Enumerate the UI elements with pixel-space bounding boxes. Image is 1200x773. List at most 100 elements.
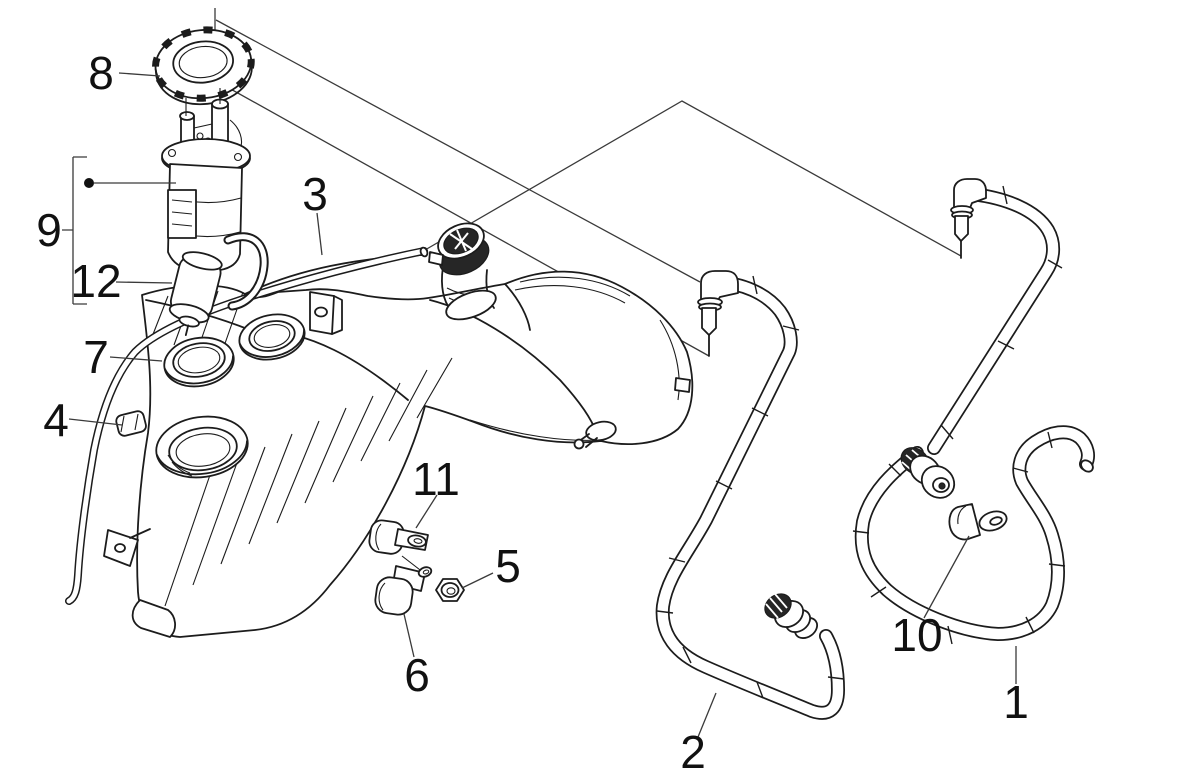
side-tab-plate <box>103 529 139 567</box>
clip-eyelet-hole <box>413 538 423 544</box>
tank-foot <box>131 599 176 638</box>
thread-arcs <box>167 454 193 477</box>
filler-gasket-ring <box>163 336 235 388</box>
gasket-inner <box>172 342 226 378</box>
callout-7: 7 <box>83 331 109 383</box>
check-valve-right <box>950 178 987 259</box>
callout-9: 9 <box>36 204 62 256</box>
callout-2: 2 <box>680 726 706 773</box>
fuel-hose-left <box>655 270 845 720</box>
clip-eyelet-hole <box>989 516 1003 526</box>
fuel-pump-assembly <box>152 26 269 337</box>
check-valve-left <box>697 270 739 357</box>
tank-side-tab <box>103 528 151 567</box>
tank-drain-spout <box>573 420 617 450</box>
ring-inner <box>248 320 296 352</box>
p-clip-11 <box>368 519 429 555</box>
leader-10 <box>923 535 970 619</box>
fuel-tank <box>103 254 694 638</box>
post-cap <box>179 111 195 121</box>
filter-top <box>181 251 223 271</box>
side-tab-stem <box>129 528 151 539</box>
leader-3 <box>316 212 323 256</box>
callout-12: 12 <box>70 255 121 307</box>
filler-opening-rear <box>238 313 306 361</box>
hose-open-end <box>1080 459 1094 473</box>
bracket-9-bullet <box>84 178 94 188</box>
nut-ring <box>440 582 460 598</box>
bracket-9 <box>62 156 176 305</box>
filler-opening-front <box>155 415 249 479</box>
tube-core <box>66 248 427 604</box>
valve-elbow <box>700 270 739 301</box>
tank-side-nub <box>674 377 691 393</box>
ring-inner <box>168 426 238 472</box>
side-tab-hole <box>114 543 126 553</box>
nut-body <box>435 578 465 602</box>
clip-band <box>948 503 981 541</box>
clip-stud-hole <box>422 569 430 575</box>
fuel-filter <box>168 251 223 337</box>
clip-detail <box>375 523 382 551</box>
connector-slits <box>171 199 193 227</box>
hex-nut-5 <box>435 578 465 602</box>
clip-eyelet <box>407 534 427 548</box>
pump-hook-core <box>225 234 267 309</box>
clip-detail <box>378 582 386 611</box>
neck-side-tab <box>428 251 444 266</box>
hump-ridge-lines <box>514 276 631 304</box>
post <box>211 103 229 143</box>
cap-ring-nut <box>152 26 255 106</box>
tube-clip <box>115 410 147 437</box>
leader-6 <box>403 613 415 658</box>
ring-skirt <box>156 440 248 476</box>
spring-detail <box>196 132 204 140</box>
hose-loop-core <box>856 426 1094 640</box>
hose-core <box>657 276 844 719</box>
hose-segment-ticks <box>656 275 845 699</box>
spout-tip <box>573 438 585 450</box>
tube-open-end <box>419 246 429 258</box>
callout-1: 1 <box>1003 676 1029 728</box>
spout-flange <box>585 420 617 442</box>
hose-clip-10 <box>948 503 1008 541</box>
callout-10: 10 <box>891 609 942 661</box>
flange-bolt <box>167 148 177 158</box>
small-fasteners <box>368 519 465 616</box>
callout-4: 4 <box>43 394 69 446</box>
fuel-hose-right <box>852 178 1095 645</box>
callout-8: 8 <box>88 47 114 99</box>
clip-detail <box>957 505 967 525</box>
clip-band <box>115 410 147 437</box>
ring-inner2 <box>253 324 291 348</box>
clip-eyelet <box>978 510 1008 532</box>
cap-inner <box>172 40 234 84</box>
nut-hole <box>446 587 456 595</box>
leader-4 <box>68 418 123 426</box>
filler-neck <box>428 222 497 321</box>
reference-line-cap-to-valve <box>215 19 701 283</box>
ring-inner2 <box>175 433 231 467</box>
p-clip-6 <box>374 565 433 616</box>
clip-stud-washer <box>417 566 433 578</box>
connector-rib-marks <box>765 593 788 619</box>
clip-detail <box>120 413 139 433</box>
gasket-inner2 <box>177 346 221 374</box>
flange-bolt <box>233 152 243 162</box>
callout-6: 6 <box>404 649 430 701</box>
callouts: 8 9 12 3 7 4 11 5 6 2 10 1 <box>36 47 1029 773</box>
hump-right-inner-line <box>659 319 680 401</box>
neck-cap-grooves <box>449 229 473 252</box>
hump-bottom-line <box>469 419 601 441</box>
quick-connector-right <box>900 447 956 499</box>
quick-connector-left <box>764 593 819 639</box>
gasket-skirt <box>164 355 234 385</box>
hose-outline <box>927 187 1060 455</box>
callout-3: 3 <box>302 168 328 220</box>
tank-top-bracket <box>309 291 343 335</box>
hose-segment-ticks <box>852 185 1066 645</box>
ring-skirt <box>239 329 305 358</box>
post-wires <box>185 88 243 151</box>
callout-5: 5 <box>495 540 521 592</box>
